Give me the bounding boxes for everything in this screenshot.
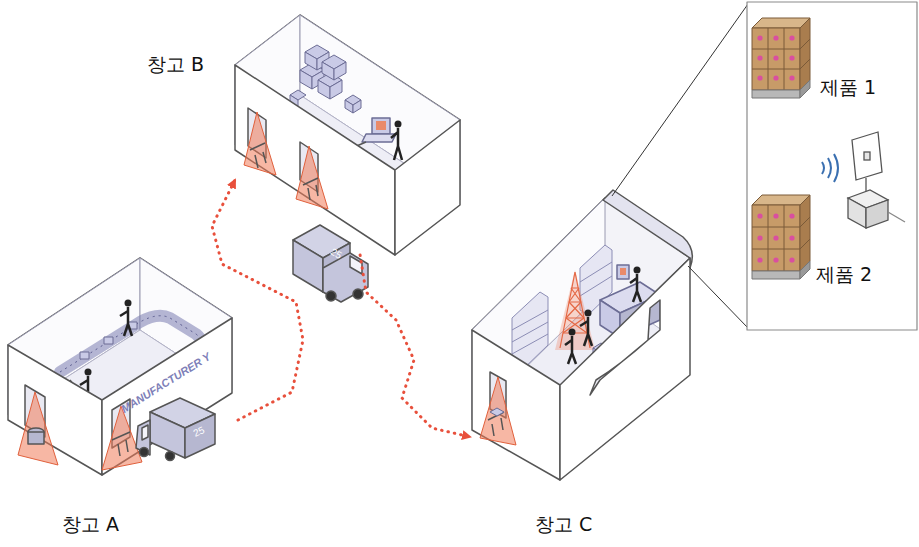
flow-arrow <box>212 180 303 420</box>
warehouse-label: 창고 C <box>535 513 592 536</box>
warehouse-label: 창고 B <box>147 53 204 76</box>
truck-number: 25 <box>192 425 206 439</box>
product-pallet: 제품 2 <box>750 195 812 283</box>
warehouse-label: 창고 A <box>62 513 119 536</box>
warehouse: 창고 C <box>470 195 692 485</box>
truck-number: 25 <box>329 247 344 261</box>
company-name: MANUFACTURER Y <box>119 351 212 415</box>
product-pallet: 제품 1 <box>750 18 812 100</box>
product-pallet-label: 제품 2 <box>816 263 872 286</box>
product-pallet-label: 제품 1 <box>820 76 876 99</box>
warehouse: 창고 B <box>235 15 460 255</box>
flow-arrow <box>360 255 470 437</box>
